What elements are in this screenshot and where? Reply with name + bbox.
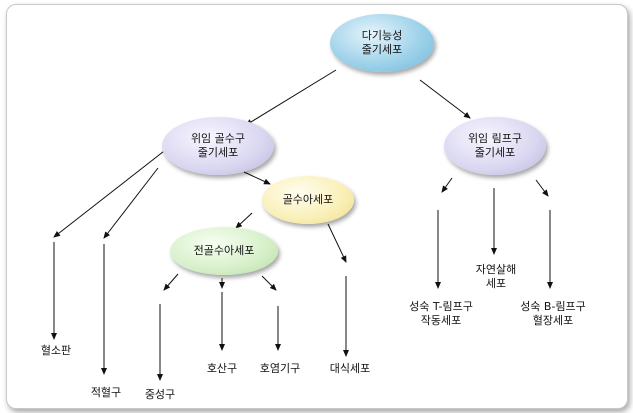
label-basophil: 호염기구 <box>259 362 301 375</box>
lymphoid-stem-cell: 위임 림프구 줄기세포 <box>444 117 546 175</box>
label-macrophage: 대식세포 <box>329 362 371 375</box>
label-nk-cell: 자연살해 세포 <box>475 263 517 290</box>
arrow-promyelo-to-baso-a <box>261 275 277 291</box>
arrow-myeloid-to-rbc <box>103 167 159 239</box>
label-platelet: 혈소판 <box>40 344 72 357</box>
arrow-myeloblast-to-promyelo <box>235 212 253 229</box>
label-rbc: 적혈구 <box>90 386 122 399</box>
arrow-stem-to-myeloid <box>245 69 337 126</box>
label-neutrophil: 중성구 <box>144 388 176 401</box>
myeloblast-node: 골수아세포 <box>262 176 354 224</box>
myeloid-stem-cell: 위임 골수구 줄기세포 <box>162 117 274 175</box>
label-b-cell: 성숙 B-림프구 혈장세포 <box>520 300 586 327</box>
multipotent-stem-cell: 다기능성 줄기세포 <box>330 14 434 72</box>
promyelocyte-node: 전골수아세포 <box>170 227 278 275</box>
arrow-promyelo-to-neutro-a <box>163 273 179 291</box>
arrow-stem-to-lymphoid <box>419 79 471 119</box>
label-eosinophil: 호산구 <box>206 362 238 375</box>
arrow-myeloblast-to-macro <box>327 223 347 263</box>
arrow-myeloid-to-myeloblast <box>243 171 271 185</box>
arrow-myeloid-to-platelet <box>53 147 169 238</box>
arrow-lymphoid-to-b-a <box>535 179 549 197</box>
arrow-lymphoid-to-t-a <box>441 177 453 193</box>
label-t-cell: 성숙 T-림프구 작동세포 <box>409 300 473 327</box>
